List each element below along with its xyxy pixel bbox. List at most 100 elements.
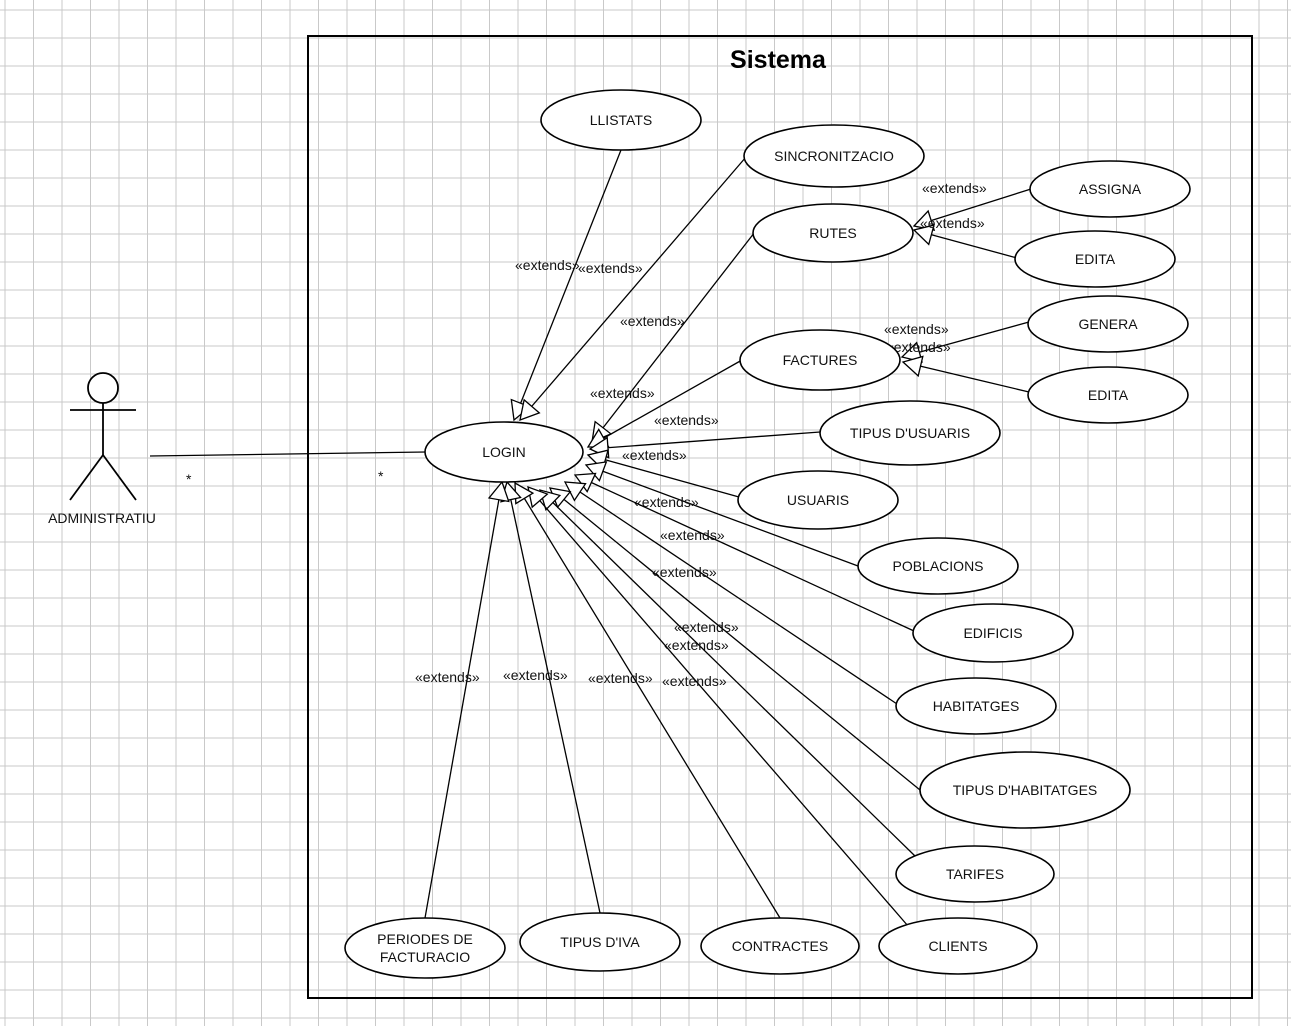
extends-line-tipus-usuaris [589,431,821,450]
use-case-label: EDITA [1075,251,1116,267]
use-case-ellipse [912,603,1074,663]
use-case-label: CONTRACTES [732,938,828,954]
use-case-usuaris[interactable]: USUARIS [737,470,899,530]
use-case-tipus-usuaris[interactable]: TIPUS D'USUARIS [819,400,1001,466]
use-case-ellipse [1029,160,1191,218]
extends-line-edita-factures [902,361,1030,393]
use-case-ellipse [1027,366,1189,424]
use-case-label: ASSIGNA [1079,181,1142,197]
use-case-label: EDIFICIS [963,625,1022,641]
use-case-edificis[interactable]: EDIFICIS [912,603,1074,663]
use-case-edita-rutes[interactable]: EDITA [1014,230,1176,288]
extends-line-poblacions [585,464,859,567]
extends-line-edificis [574,474,915,632]
use-case-assigna[interactable]: ASSIGNA [1029,160,1191,218]
use-case-label: TARIFES [946,866,1004,882]
extends-arrowhead-sincronitzacio [519,398,541,422]
extends-label-usuaris: «extends» [622,447,687,463]
extends-line-clients [527,486,909,927]
use-case-label: TIPUS D'USUARIS [850,425,970,441]
use-case-ellipse [540,89,702,151]
use-case-habitatges[interactable]: HABITATGES [895,677,1057,735]
extends-label-habitatges: «extends» [652,564,717,580]
use-case-rutes[interactable]: RUTES [752,203,914,263]
extends-label-poblacions: «extends» [634,494,699,510]
extends-label-rutes: «extends» [620,313,685,329]
use-case-tipus-iva[interactable]: TIPUS D'IVA [519,912,681,972]
extends-label-contractes: «extends» [588,670,653,686]
use-case-poblacions[interactable]: POBLACIONS [857,537,1019,595]
extends-line-llistats [513,149,622,421]
use-case-ellipse [752,203,914,263]
use-case-genera[interactable]: GENERA [1027,295,1189,353]
use-case-login[interactable]: LOGIN [424,421,584,483]
extends-line-periodes-facturacio [424,481,503,919]
use-case-label: SINCRONITZACIO [774,148,894,164]
extends-line-tarifes [539,489,916,857]
extends-relations: «extends»«extends»«extends»«extends»«ext… [415,149,1032,927]
system-boundary [307,35,1253,999]
extends-label-assigna: «extends» [922,180,987,196]
extends-line-tipus-habitatges [549,487,921,791]
use-case-ellipse [1014,230,1176,288]
use-case-sincronitzacio[interactable]: SINCRONITZACIO [743,124,925,188]
use-case-label: LLISTATS [590,112,653,128]
use-case-label: HABITATGES [933,698,1020,714]
extends-label-tipus-habitatges: «extends» [674,619,739,635]
use-case-ellipse [344,917,506,979]
extends-label-sincronitzacio: «extends» [578,260,643,276]
actor-left-leg [69,454,104,501]
use-case-tarifes[interactable]: TARIFES [895,845,1055,903]
use-case-ellipse [519,912,681,972]
use-case-label: POBLACIONS [892,558,983,574]
use-case-edita-factures[interactable]: EDITA [1027,366,1189,424]
actor-right-leg [102,454,137,501]
association-line [149,451,427,457]
use-case-label: FACTURES [783,352,858,368]
actor-administratiu[interactable]: ADMINISTRATIU [48,372,156,526]
use-case-ellipse [737,470,899,530]
use-case-ellipse [895,677,1057,735]
extends-arrowhead-edita-factures [901,355,924,378]
use-case-factures[interactable]: FACTURES [739,329,901,391]
extends-label-clients: «extends» [662,673,727,689]
extends-line-assigna [913,188,1032,227]
use-cases: LOGIN LLISTATS SINCRONITZACIO RUTES ASSIGNA E… [344,89,1191,979]
extends-label-edita-factures: «extends» [886,339,951,355]
use-case-label: RUTES [809,225,856,241]
extends-arrowhead-periodes-facturacio [487,480,510,503]
use-case-ellipse [878,917,1038,975]
extends-arrowhead-edita-rutes [912,224,935,246]
use-case-ellipse [743,124,925,188]
use-case-clients[interactable]: CLIENTS [878,917,1038,975]
use-case-ellipse [424,421,584,483]
actor-multiplicity: * [186,471,192,487]
use-case-label: TIPUS D'IVA [560,934,640,950]
extends-label-edificis: «extends» [660,527,725,543]
extends-label-factures: «extends» [590,385,655,401]
use-case-tipus-habitatges[interactable]: TIPUS D'HABITATGES [919,751,1131,829]
use-case-ellipse [919,751,1131,829]
usecase-multiplicity: * [378,468,384,484]
use-case-label: GENERA [1078,316,1138,332]
use-case-contractes[interactable]: CONTRACTES [700,917,860,975]
extends-line-tipus-iva [506,481,601,914]
extends-label-edita-rutes: «extends» [920,215,985,231]
use-case-label: USUARIS [787,492,849,508]
use-case-label: LOGIN [482,444,526,460]
use-case-ellipse [1027,295,1189,353]
extends-label-tipus-usuaris: «extends» [654,412,719,428]
extends-line-rutes [591,227,759,443]
extends-line-usuaris [587,454,740,498]
actor-head [87,372,119,404]
actor-label: ADMINISTRATIU [48,510,156,526]
use-case-llistats[interactable]: LLISTATS [540,89,702,151]
use-case-ellipse [895,845,1055,903]
extends-label-llistats: «extends» [515,257,580,273]
extends-line-genera [901,321,1030,358]
use-case-ellipse [739,329,901,391]
use-case-label: CLIENTS [928,938,987,954]
